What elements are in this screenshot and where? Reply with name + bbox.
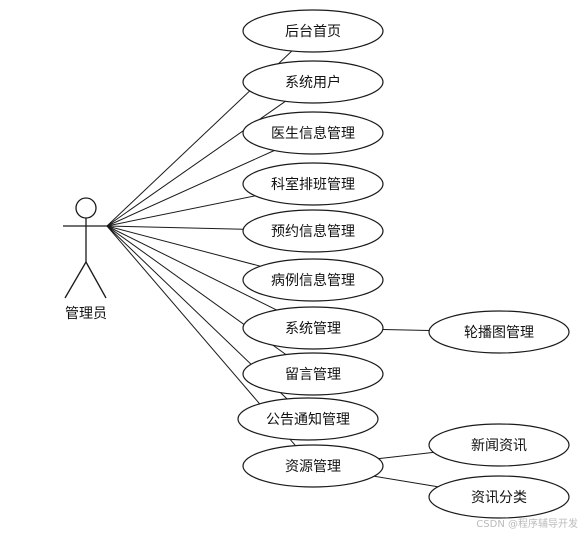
use-case-appointment-info-management: 预约信息管理	[242, 209, 384, 253]
actor-admin: 管理员	[63, 197, 108, 322]
use-cases: 后台首页系统用户医生信息管理科室排班管理预约信息管理病例信息管理系统管理留言管理…	[237, 9, 384, 488]
use-case-system-management-ellipse	[242, 306, 384, 350]
connector-system-management-to-carousel-management	[382, 329, 430, 331]
use-case-message-management-label: 留言管理	[285, 367, 341, 383]
use-case-system-management-label: 系统管理	[285, 321, 341, 337]
use-case-system-management: 系统管理	[242, 306, 384, 350]
use-case-backend-home-ellipse	[242, 9, 384, 53]
use-case-appointment-info-management-ellipse	[242, 209, 384, 253]
use-case-announcement-management: 公告通知管理	[237, 397, 379, 441]
connector-resource-management-to-news-category	[374, 475, 438, 488]
use-case-case-info-management: 病例信息管理	[242, 258, 384, 302]
use-case-case-info-management-ellipse	[242, 258, 384, 302]
use-case-department-schedule-management-label: 科室排班管理	[271, 176, 355, 193]
connector-actor-to-department-schedule-management	[106, 195, 256, 227]
use-case-appointment-info-management-label: 预约信息管理	[271, 223, 355, 240]
use-case-backend-home-label: 后台首页	[285, 24, 341, 40]
use-case-message-management-ellipse	[242, 352, 384, 396]
use-case-announcement-management-ellipse	[237, 397, 379, 441]
use-case-message-management: 留言管理	[242, 352, 384, 396]
actor-head	[75, 197, 97, 219]
use-case-doctor-info-management: 医生信息管理	[242, 111, 384, 155]
sub-use-case-news-category: 资讯分类	[428, 475, 570, 519]
sub-use-case-carousel-management-label: 轮播图管理	[464, 325, 534, 341]
use-case-department-schedule-management: 科室排班管理	[242, 162, 384, 206]
use-case-case-info-management-label: 病例信息管理	[271, 272, 355, 289]
use-case-backend-home: 后台首页	[242, 9, 384, 53]
actor-label: 管理员	[65, 306, 107, 322]
connector-actor-to-doctor-info-management	[106, 150, 275, 227]
actor-left-leg	[64, 261, 87, 299]
use-case-resource-management: 资源管理	[242, 444, 384, 488]
use-case-system-users-ellipse	[242, 60, 384, 104]
use-case-system-users: 系统用户	[242, 60, 384, 104]
use-case-resource-management-label: 资源管理	[285, 459, 341, 475]
use-case-department-schedule-management-ellipse	[242, 162, 384, 206]
connector-actor-to-case-info-management	[106, 225, 261, 267]
sub-use-case-carousel-management-ellipse	[428, 310, 570, 354]
sub-use-case-news: 新闻资讯	[428, 423, 570, 467]
use-case-resource-management-ellipse	[242, 444, 384, 488]
sub-use-case-news-category-label: 资讯分类	[471, 490, 527, 506]
use-case-doctor-info-management-ellipse	[242, 111, 384, 155]
sub-use-case-news-ellipse	[428, 423, 570, 467]
connector-resource-management-to-news	[378, 451, 434, 460]
sub-use-case-news-category-ellipse	[428, 475, 570, 519]
use-case-doctor-info-management-label: 医生信息管理	[271, 125, 355, 142]
actor-right-leg	[85, 261, 107, 299]
sub-use-case-carousel-management: 轮播图管理	[428, 310, 570, 354]
sub-use-case-news-label: 新闻资讯	[471, 438, 527, 454]
use-case-system-users-label: 系统用户	[285, 74, 341, 91]
connector-actor-to-appointment-info-management	[106, 225, 244, 230]
use-case-announcement-management-label: 公告通知管理	[266, 411, 350, 428]
connector-actor-to-system-management	[106, 225, 277, 311]
watermark: CSDN @程序辅导开发	[476, 519, 578, 530]
